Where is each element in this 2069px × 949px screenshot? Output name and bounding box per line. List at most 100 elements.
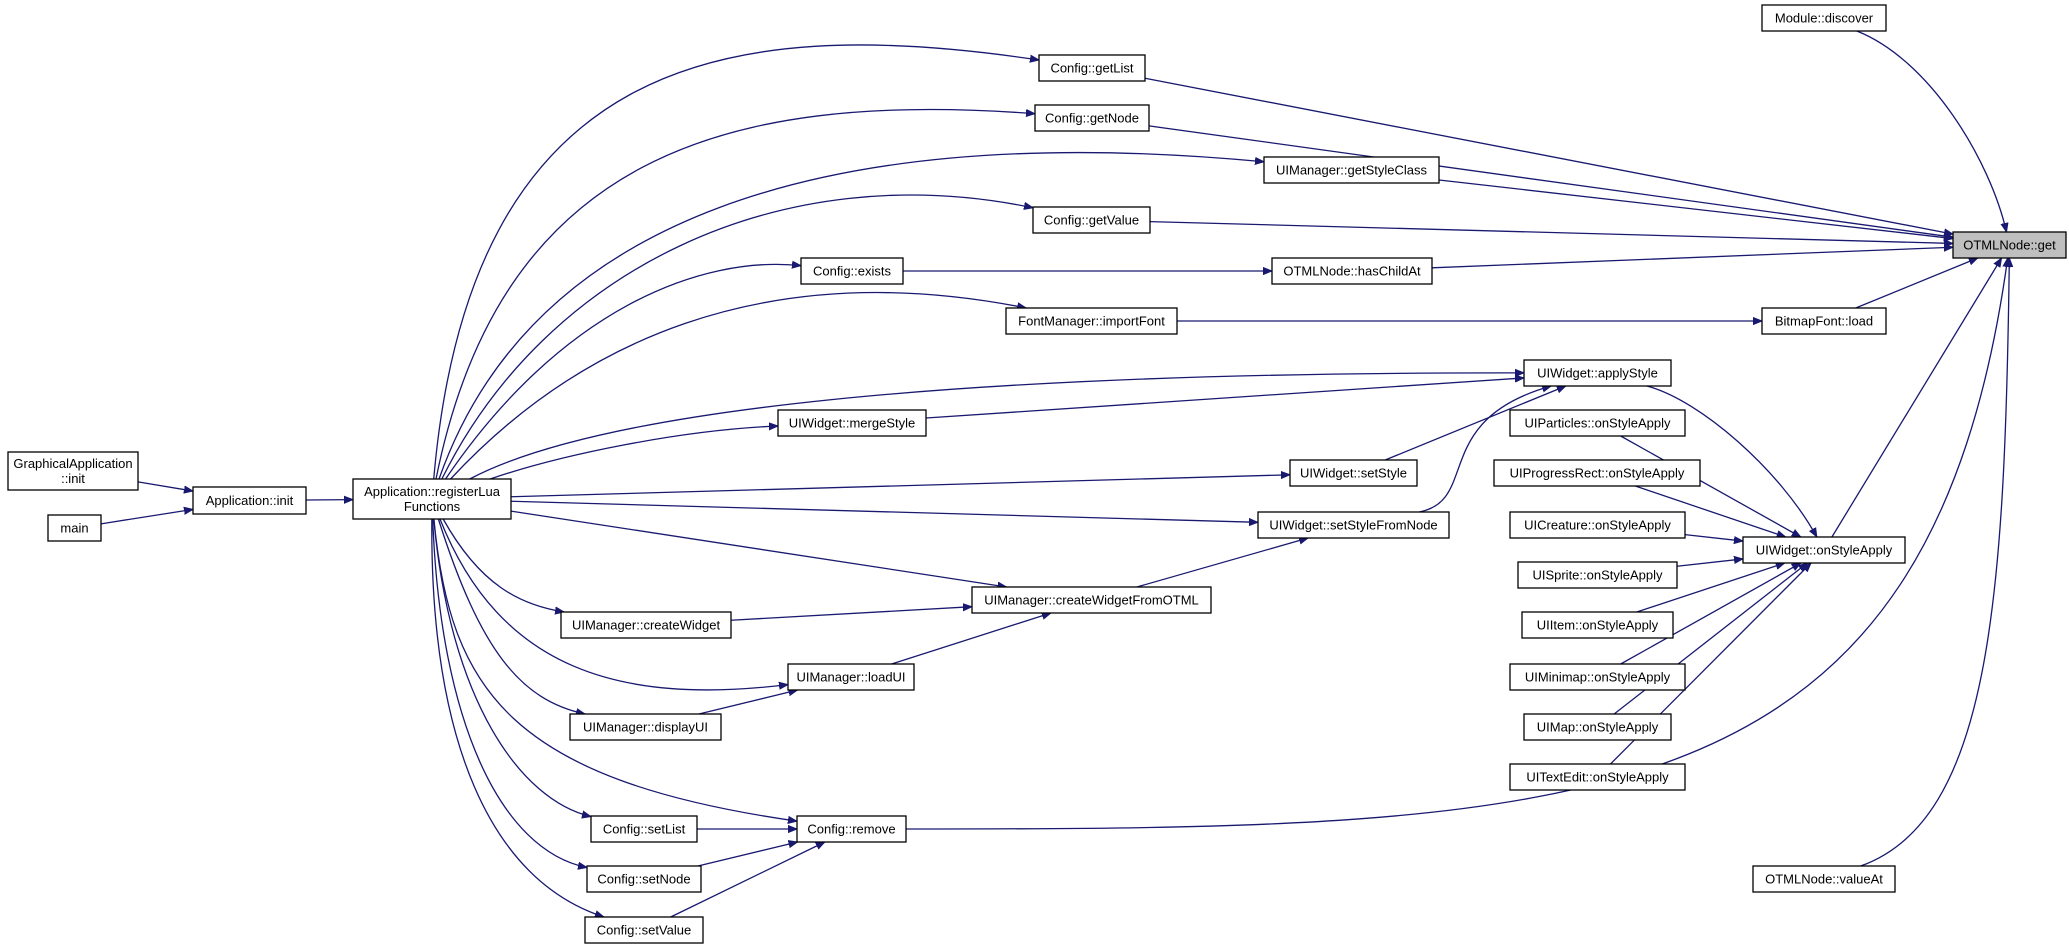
node-label: UIManager::getStyleClass (1276, 163, 1428, 178)
node-label: Config::setList (603, 822, 686, 837)
node-box (352, 478, 512, 520)
node-graphical-init[interactable]: GraphicalApplication::init (7, 451, 139, 491)
edge-line (1620, 435, 1801, 537)
node-module-discover[interactable]: Module::discover (1761, 4, 1887, 32)
edge-line (100, 509, 193, 525)
edge-uicreature-onstyleapply-to-uiwidget-onstyleapply (1684, 534, 1743, 541)
node-config-setnode[interactable]: Config::setNode (586, 865, 702, 893)
edge-line (435, 109, 1035, 480)
node-config-getnode[interactable]: Config::getNode (1034, 104, 1150, 132)
edge-register-lua-to-config-getvalue (441, 194, 1033, 480)
node-uimanager-displayui[interactable]: UIManager::displayUI (569, 713, 722, 741)
node-fontmanager-importfont[interactable]: FontManager::importFont (1005, 307, 1178, 335)
edge-line (1431, 247, 1953, 269)
node-uimanager-loadui[interactable]: UIManager::loadUI (787, 663, 915, 691)
node-uicreature-onstyleapply[interactable]: UICreature::onStyleApply (1509, 511, 1686, 539)
edge-uiwidget-setstyle-to-uiwidget-applystyle (1384, 385, 1566, 461)
node-box (1032, 206, 1151, 234)
node-label: ::init (61, 471, 85, 486)
node-label: UIProgressRect::onStyleApply (1510, 466, 1685, 481)
node-uimanager-createwidget[interactable]: UIManager::createWidget (560, 611, 732, 639)
node-box (1761, 307, 1887, 335)
node-box (584, 916, 704, 944)
node-box (800, 257, 904, 285)
node-config-exists[interactable]: Config::exists (800, 257, 904, 285)
node-box (1257, 511, 1450, 539)
edge-line (437, 518, 585, 714)
node-uimap-onstyleapply[interactable]: UIMap::onStyleApply (1523, 713, 1672, 741)
node-uimanager-getstyleclass[interactable]: UIManager::getStyleClass (1263, 156, 1440, 184)
edge-otmlnode-valueat-to-otmlnode-get (1860, 258, 2010, 867)
node-label: UIItem::onStyleApply (1537, 618, 1659, 633)
node-config-getvalue[interactable]: Config::getValue (1032, 206, 1151, 234)
node-uiwidget-applystyle[interactable]: UIWidget::applyStyle (1523, 359, 1672, 387)
edge-line (1831, 258, 2002, 538)
edge-line (433, 44, 1039, 480)
node-label: UIMap::onStyleApply (1537, 720, 1659, 735)
edge-register-lua-to-uiwidget-setstylefromnode (510, 500, 1258, 522)
node-box (1493, 459, 1701, 487)
node-uiwidget-setstylefromnode[interactable]: UIWidget::setStyleFromNode (1257, 511, 1450, 539)
edge-line (433, 518, 797, 821)
edge-line (445, 264, 801, 480)
node-uitextedit-onstyleapply[interactable]: UITextEdit::onStyleApply (1509, 763, 1686, 791)
edge-line (730, 607, 972, 621)
node-label: Config::exists (813, 264, 892, 279)
node-uiwidget-onstyleapply[interactable]: UIWidget::onStyleApply (1742, 536, 1906, 564)
node-box (1005, 307, 1178, 335)
node-main[interactable]: main (47, 514, 102, 542)
edge-otmlnode-haschildat-to-otmlnode-get (1431, 247, 1953, 269)
node-box (1742, 536, 1906, 564)
node-box (1952, 231, 2067, 259)
node-uiitem-onstyleapply[interactable]: UIItem::onStyleApply (1521, 611, 1674, 639)
node-label: UIMinimap::onStyleApply (1525, 670, 1671, 685)
edge-line (925, 378, 1524, 419)
node-config-remove[interactable]: Config::remove (796, 815, 907, 843)
node-label: UICreature::onStyleApply (1524, 518, 1671, 533)
edge-graphical-init-to-app-init (137, 481, 193, 491)
node-box (787, 663, 915, 691)
node-label: main (60, 521, 88, 536)
edge-line (1620, 563, 1801, 665)
node-box (777, 409, 927, 437)
node-uiwidget-mergestyle[interactable]: UIWidget::mergeStyle (777, 409, 927, 437)
node-label: UITextEdit::onStyleApply (1526, 770, 1669, 785)
edge-line (891, 613, 1051, 665)
edge-uimanager-loadui-to-uimanager-createwidgetfromotml (891, 613, 1051, 665)
node-config-getlist[interactable]: Config::getList (1038, 54, 1146, 82)
node-otmlnode-valueat[interactable]: OTMLNode::valueAt (1752, 865, 1896, 893)
edge-line (431, 518, 604, 917)
edge-line (432, 518, 587, 868)
edge-module-discover-to-otmlnode-get (1856, 30, 2007, 232)
node-otmlnode-haschildat[interactable]: OTMLNode::hasChildAt (1271, 257, 1433, 285)
node-label: Config::getList (1050, 61, 1133, 76)
node-uiwidget-setstyle[interactable]: UIWidget::setStyle (1289, 459, 1418, 487)
edge-main-to-app-init (100, 509, 193, 525)
node-uisprite-onstyleapply[interactable]: UISprite::onStyleApply (1517, 561, 1678, 589)
edge-line (1384, 385, 1566, 461)
node-bitmapfont-load[interactable]: BitmapFont::load (1761, 307, 1887, 335)
edge-register-lua-to-uimanager-loadui (439, 518, 788, 691)
edge-uimanager-createwidgetfromotml-to-uiwidget-setstylefromnode (1136, 538, 1308, 588)
node-uiprogressrect-onstyleapply[interactable]: UIProgressRect::onStyleApply (1493, 459, 1701, 487)
node-uiparticles-onstyleapply[interactable]: UIParticles::onStyleApply (1509, 409, 1686, 437)
edge-bitmapfont-load-to-otmlnode-get (1855, 257, 1978, 309)
edge-register-lua-to-config-remove (433, 518, 797, 821)
edge-line (1635, 485, 1785, 537)
node-label: UIManager::loadUI (796, 670, 905, 685)
edge-line (1148, 125, 1953, 237)
edge-config-getlist-to-otmlnode-get (1144, 77, 1953, 234)
node-config-setvalue[interactable]: Config::setValue (584, 916, 704, 944)
node-otmlnode-get[interactable]: OTMLNode::get (1952, 231, 2067, 259)
edge-register-lua-to-config-setvalue (431, 518, 604, 917)
edge-uiminimap-onstyleapply-to-uiwidget-onstyleapply (1620, 563, 1801, 665)
node-config-setlist[interactable]: Config::setList (590, 815, 698, 843)
node-uiminimap-onstyleapply[interactable]: UIMinimap::onStyleApply (1509, 663, 1686, 691)
node-box (569, 713, 722, 741)
edge-line (1684, 534, 1743, 541)
node-box (586, 865, 702, 893)
node-uimanager-createwidgetfromotml[interactable]: UIManager::createWidgetFromOTML (971, 586, 1212, 614)
node-app-init[interactable]: Application::init (192, 486, 307, 515)
